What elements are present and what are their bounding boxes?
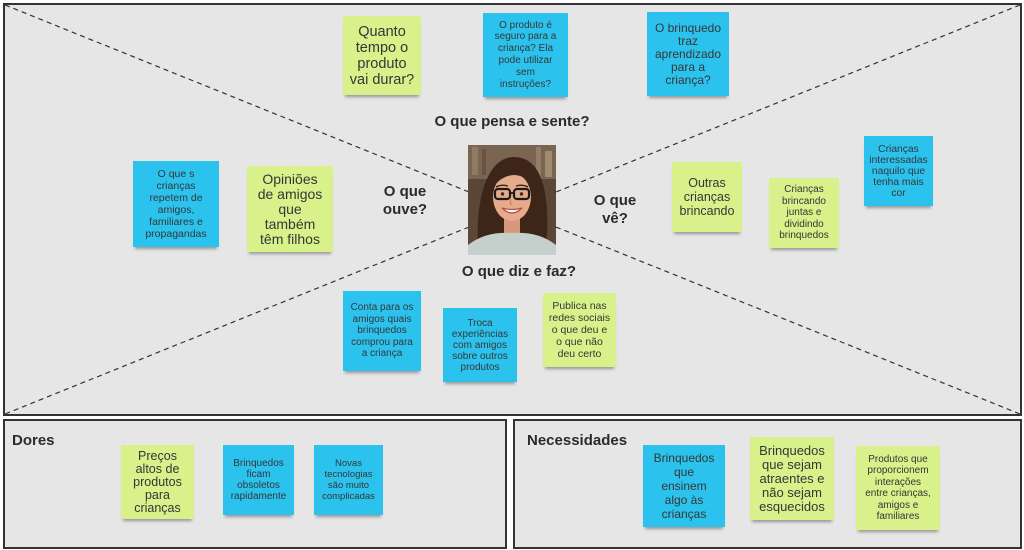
says-note-tells-friends[interactable]: Conta para os amigos quais brinquedos co…: [343, 291, 421, 371]
says-note-social-media[interactable]: Publica nas redes sociais o que deu e o …: [543, 293, 616, 367]
need-note-educational-toys[interactable]: Brinquedos que ensinem algo às crianças: [643, 445, 725, 527]
says-note-exchanges-experiences[interactable]: Troca experiências com amigos sobre outr…: [443, 308, 517, 382]
quadrant-divider-line: [5, 5, 1020, 414]
need-note-engaging-toys[interactable]: Brinquedos que sejam atraentes e não sej…: [750, 437, 834, 520]
need-note-interaction-products[interactable]: Produtos que proporcionem interações ent…: [856, 446, 940, 530]
needs-title: Necessidades: [527, 432, 628, 449]
quadrant-dividers: [5, 5, 1020, 414]
thinks-note-durability[interactable]: Quanto tempo o produto vai durar?: [343, 16, 421, 95]
hears-note-kids-repeat[interactable]: O que s crianças repetem de amigos, fami…: [133, 161, 219, 247]
sees-note-other-kids-playing[interactable]: Outras crianças brincando: [672, 162, 742, 232]
quadrant-divider-line: [5, 5, 1020, 414]
persona-photo[interactable]: [468, 145, 556, 255]
pain-note-obsolete-toys[interactable]: Brinquedos ficam obsoletos rapidamente: [223, 445, 294, 515]
quadrant-label-hears: O que ouve?: [382, 183, 428, 218]
sees-note-colorful[interactable]: Crianças interessadas naquilo que tenha …: [864, 136, 933, 206]
pain-note-high-prices[interactable]: Preços altos de produtos para crianças: [121, 445, 194, 519]
quadrant-label-says-does: O que diz e faz?: [461, 263, 577, 280]
thinks-note-safety[interactable]: O produto é seguro para a criança? Ela p…: [483, 13, 568, 97]
pains-title: Dores: [12, 432, 55, 449]
quadrant-label-sees: O que vê?: [593, 192, 637, 227]
thinks-note-learning[interactable]: O brinquedo traz aprendizado para a cria…: [647, 12, 729, 96]
pain-note-complicated-tech[interactable]: Novas tecnologias são muito complicadas: [314, 445, 383, 515]
hears-note-friends-opinions[interactable]: Opiniões de amigos que também têm filhos: [247, 166, 333, 252]
sees-note-kids-sharing[interactable]: Crianças brincando juntas e dividindo br…: [769, 178, 839, 248]
quadrant-label-thinks-feels: O que pensa e sente?: [434, 113, 590, 130]
